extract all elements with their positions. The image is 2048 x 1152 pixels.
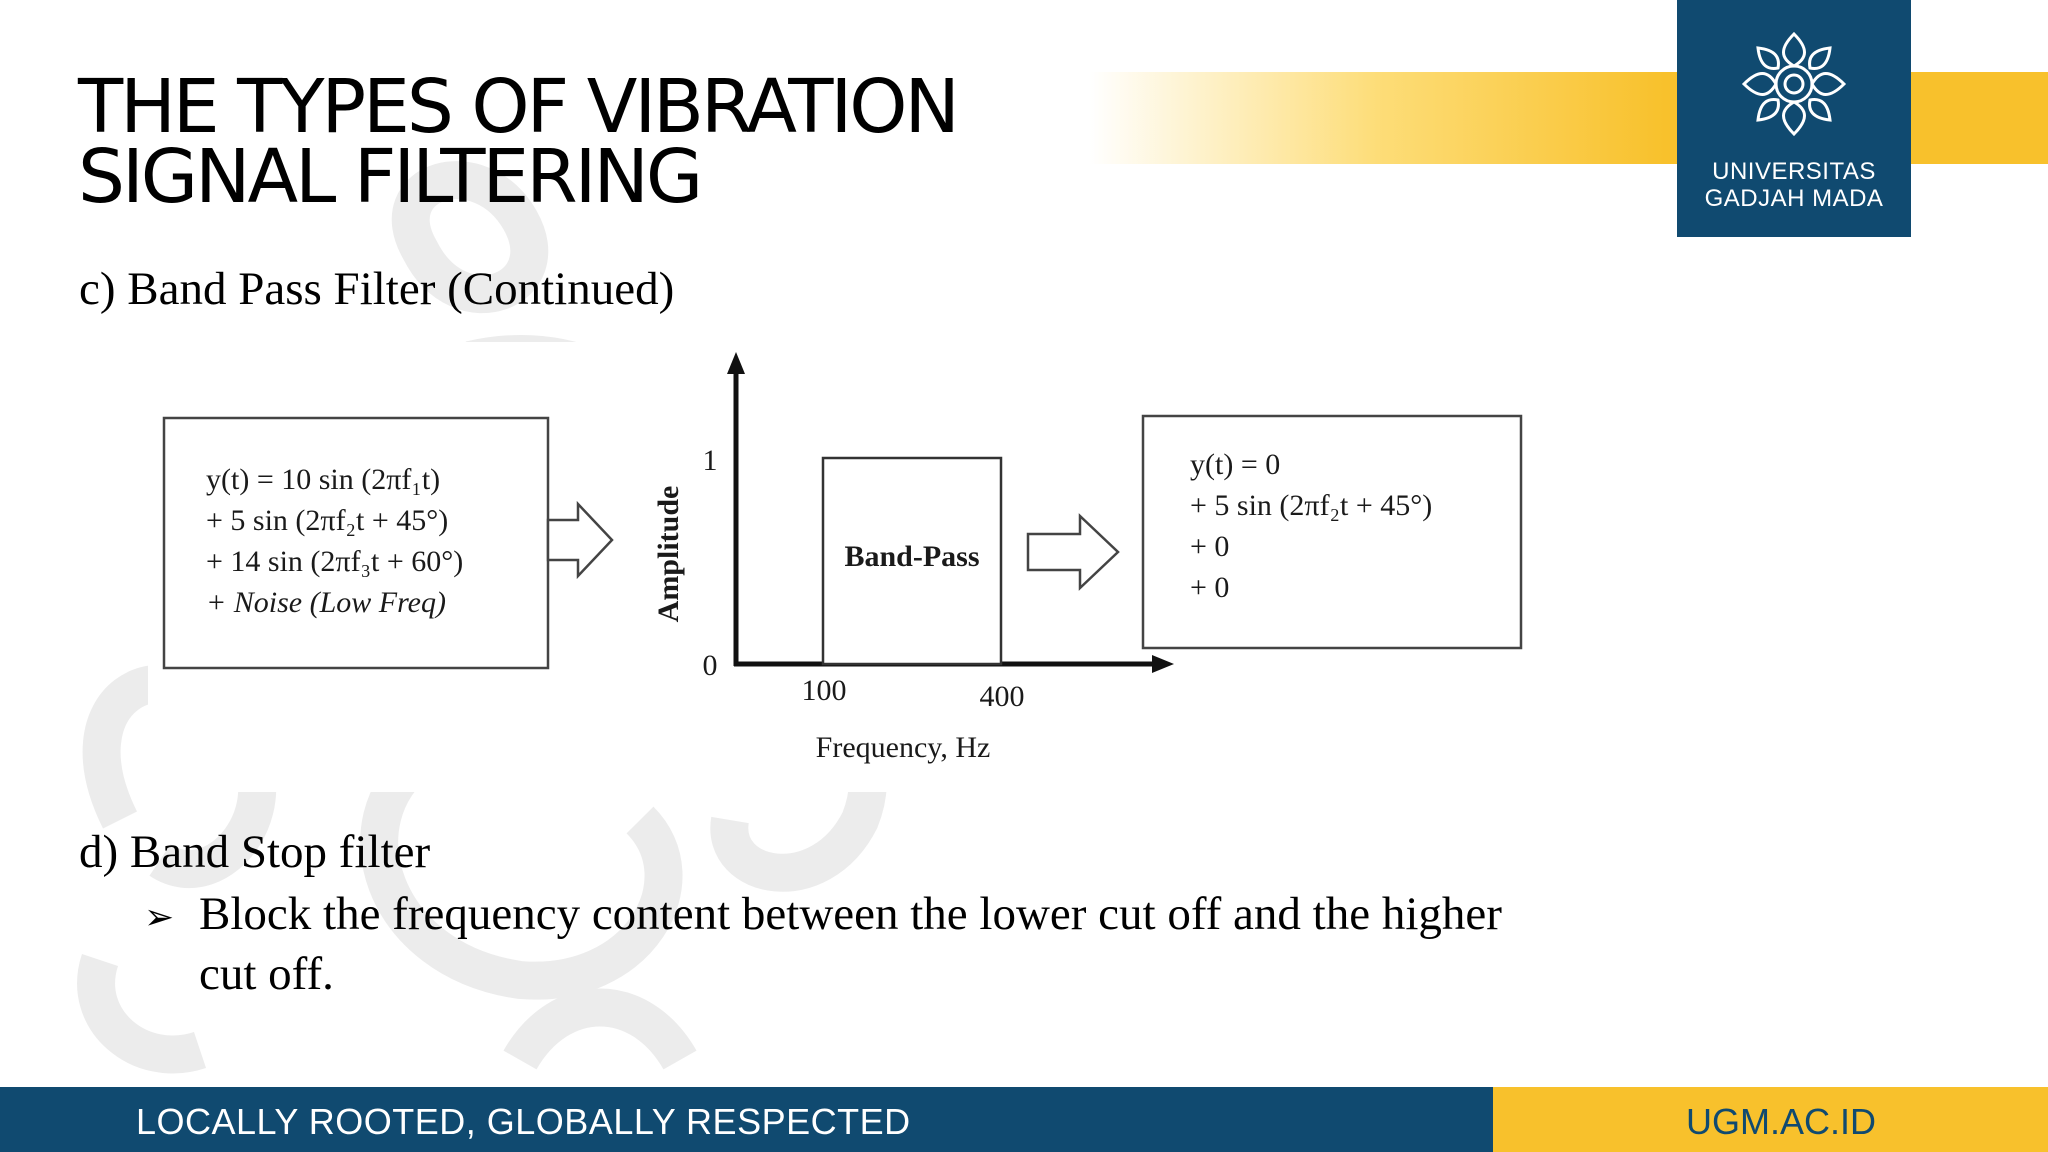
footer-url[interactable]: UGM.AC.ID xyxy=(1685,1101,1876,1142)
bullet-arrow-icon: ➢ xyxy=(144,897,175,938)
filter-label: Band-Pass xyxy=(844,540,979,573)
y-tick-1: 1 xyxy=(703,444,718,477)
output-line-4: + 0 xyxy=(1190,571,1229,604)
section-d-heading: d) Band Stop filter xyxy=(79,826,431,878)
bullet-text: Block the frequency content between the … xyxy=(199,888,1502,1000)
footer-left: LOCALLY ROOTED, GLOBALLY RESPECTED xyxy=(0,1087,1493,1152)
logo-line-1: UNIVERSITAS xyxy=(1712,158,1876,185)
section-c-heading: c) Band Pass Filter (Continued) xyxy=(79,263,675,315)
passband-block xyxy=(821,456,1003,666)
output-box xyxy=(1141,414,1523,650)
ugm-emblem-icon xyxy=(1741,31,1847,137)
footer-right: UGM.AC.ID xyxy=(1493,1087,2048,1152)
y-tick-0: 0 xyxy=(703,649,718,682)
y-axis-label: Amplitude xyxy=(652,486,685,623)
title-line-2: SIGNAL FILTERING xyxy=(78,134,703,220)
page-title: THE TYPES OF VIBRATION SIGNAL FILTERING xyxy=(78,64,960,220)
input-line-3: + 14 sin (2πf₃t + 60°) xyxy=(206,545,463,578)
x-axis-arrow-icon xyxy=(1152,655,1174,673)
output-line-2: + 5 sin (2πf₂t + 45°) xyxy=(1190,489,1432,522)
x-axis-label: Frequency, Hz xyxy=(816,731,991,764)
output-line-3: + 0 xyxy=(1190,530,1229,563)
input-box xyxy=(162,416,550,670)
band-pass-svg: y(t) = 10 sin (2πf₁t) + 5 sin (2πf₂t + 4… xyxy=(162,352,1523,764)
footer-bar: LOCALLY ROOTED, GLOBALLY RESPECTED UGM.A… xyxy=(0,1087,2048,1152)
output-arrow-icon xyxy=(1026,513,1120,591)
y-axis-arrow-icon xyxy=(727,352,745,374)
bullet-item: ➢ Block the frequency content between th… xyxy=(144,884,1524,1004)
x-tick-100: 100 xyxy=(802,674,847,707)
x-tick-400: 400 xyxy=(980,680,1025,713)
band-pass-diagram: y(t) = 10 sin (2πf₁t) + 5 sin (2πf₂t + 4… xyxy=(148,342,1548,792)
input-line-1: y(t) = 10 sin (2πf₁t) xyxy=(206,463,440,496)
university-logo: UNIVERSITAS GADJAH MADA xyxy=(1677,0,1911,237)
footer-tagline: LOCALLY ROOTED, GLOBALLY RESPECTED xyxy=(136,1101,911,1142)
input-line-2: + 5 sin (2πf₂t + 45°) xyxy=(206,504,448,537)
input-line-4: + Noise (Low Freq) xyxy=(206,586,446,619)
input-arrow-icon xyxy=(546,500,614,580)
logo-line-2: GADJAH MADA xyxy=(1704,185,1884,212)
output-line-1: y(t) = 0 xyxy=(1190,448,1280,481)
title-line-1: THE TYPES OF VIBRATION xyxy=(78,64,960,150)
